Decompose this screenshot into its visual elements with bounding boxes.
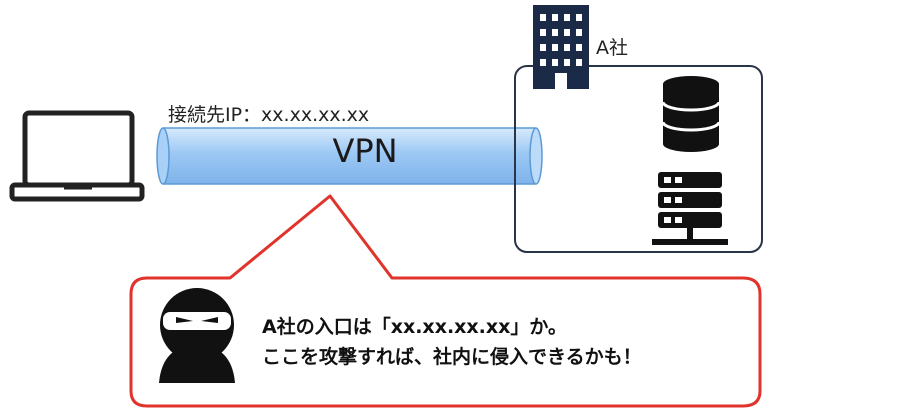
laptop-icon — [9, 110, 145, 202]
vpn-tunnel-label: VPN — [332, 132, 398, 170]
ninja-attacker-icon — [159, 288, 235, 383]
company-label: A社 — [596, 37, 628, 59]
attacker-speech-text: A社の入口は「xx.xx.xx.xx」か。 ここを攻撃すれば、社内に侵入できるか… — [262, 312, 642, 372]
speech-line-2: ここを攻撃すれば、社内に侵入できるかも！ — [262, 346, 642, 368]
vpn-tunnel — [156, 127, 543, 185]
speech-line-1: A社の入口は「xx.xx.xx.xx」か。 — [262, 316, 568, 338]
speech-bubble — [129, 194, 762, 408]
server-rack-icon — [652, 172, 728, 245]
company-network-box — [514, 65, 763, 253]
destination-ip-label: 接続先IP：xx.xx.xx.xx — [168, 104, 370, 126]
database-icon — [661, 76, 721, 152]
office-building-icon — [533, 5, 589, 89]
